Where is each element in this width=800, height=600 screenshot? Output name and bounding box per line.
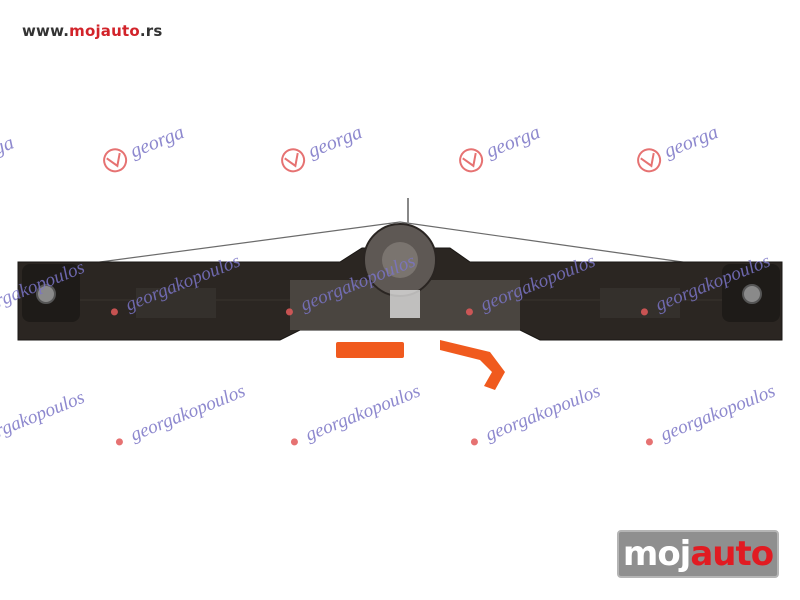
watermark: georga [453,120,561,218]
watermark-logo-icon [281,148,306,173]
site-url-prefix: www. [22,22,70,40]
watermark-row-bottom: georgakopoulos georgakopoulos georgakopo… [0,381,800,500]
watermark-logo-icon [637,148,662,173]
watermark-row-middle: georgakopoulos georgakopoulos georgakopo… [0,251,800,370]
watermark: georga [631,120,739,218]
site-url-brand: mojauto [69,22,140,40]
watermark: georga [275,120,383,218]
logo-part-moj: moj [622,534,691,574]
watermark-logo-icon [459,148,484,173]
site-url[interactable]: www.mojauto.rs [22,22,163,40]
watermark: georga [97,120,205,218]
watermark-logo-icon [103,148,128,173]
logo-part-auto: auto [690,534,774,574]
site-url-suffix: .rs [139,22,163,40]
watermark-row-top: georga georga georga georga georga [0,121,800,220]
